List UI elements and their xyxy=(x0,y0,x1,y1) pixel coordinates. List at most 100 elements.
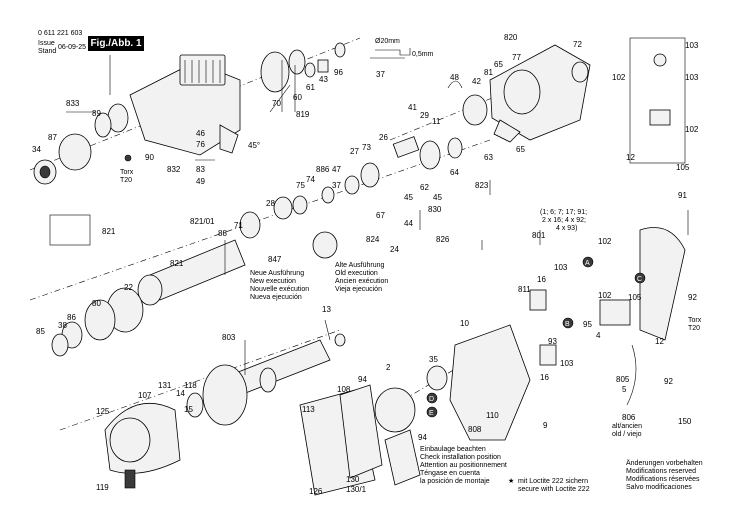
motor-symbol xyxy=(653,53,667,67)
label-87: 87 xyxy=(48,133,57,142)
issue-label: Issue xyxy=(38,40,55,47)
label-803: 803 xyxy=(222,333,236,342)
cable-150 xyxy=(626,344,637,406)
label-826: 826 xyxy=(436,235,450,244)
axis-lower xyxy=(59,329,341,431)
label-73: 73 xyxy=(362,143,371,152)
gear-847 xyxy=(312,231,338,259)
label-86: 86 xyxy=(67,313,76,322)
label-05mm: 0,5mm xyxy=(412,51,434,58)
label-67: 67 xyxy=(376,211,385,220)
label-103b: 103 xyxy=(685,73,699,82)
label-62: 62 xyxy=(420,183,429,192)
label-37b: 37 xyxy=(332,181,341,190)
housing-ribs xyxy=(184,60,221,83)
label-83: 83 xyxy=(196,165,205,174)
part-number: 0 611 221 603 xyxy=(38,30,83,37)
label-47: 47 xyxy=(332,165,341,174)
label-832: 832 xyxy=(167,165,181,174)
circle-b-text: B xyxy=(565,321,570,328)
label-20mm: Ø20mm xyxy=(375,38,400,45)
execution-note: Neue Ausführung New execution Nouvelle e… xyxy=(250,270,309,302)
label-74: 74 xyxy=(306,175,315,184)
label-85: 85 xyxy=(36,327,45,336)
label-35: 35 xyxy=(429,355,438,364)
label-92a: 92 xyxy=(688,293,697,302)
tool-holder-cap xyxy=(58,133,92,171)
gear-64 xyxy=(419,140,441,170)
label-old-viejo: old / viejo xyxy=(612,431,642,438)
exec-new-en: New execution xyxy=(250,278,296,285)
dust-cap-hole xyxy=(39,165,51,179)
stand-label: Stand xyxy=(38,48,57,55)
loctite-en: secure with Loctite 222 xyxy=(518,486,590,493)
install-es-2: la posición de montaje xyxy=(420,478,490,485)
label-833: 833 xyxy=(66,99,80,108)
circle-d-text: D xyxy=(429,396,434,403)
install-es-1: Téngase en cuenta xyxy=(420,470,480,477)
label-102c: 102 xyxy=(598,237,612,246)
circle-B: B xyxy=(562,317,574,329)
issue-date: 06-09-25 xyxy=(58,44,87,51)
label-24: 24 xyxy=(390,245,399,254)
label-13: 13 xyxy=(322,305,331,314)
selector-switch-76 xyxy=(219,124,239,154)
part-43 xyxy=(317,59,329,73)
exec-old-es: Vieja ejecución xyxy=(335,286,382,293)
exec-old-de: Alte Ausführung xyxy=(335,262,385,269)
housing-top xyxy=(179,54,226,86)
label-70: 70 xyxy=(272,99,281,108)
label-46: 46 xyxy=(196,129,205,138)
label-90: 90 xyxy=(145,153,154,162)
gauge-outline xyxy=(375,48,411,56)
armature-pack xyxy=(259,367,277,393)
wiring-schematic-frame xyxy=(629,37,686,164)
circle-E: E xyxy=(426,406,438,418)
label-96: 96 xyxy=(334,68,343,77)
label-830: 830 xyxy=(428,205,442,214)
ring-28 xyxy=(239,211,261,239)
housing-9 xyxy=(449,324,531,441)
label-847: 847 xyxy=(268,255,282,264)
label-88: 88 xyxy=(218,229,227,238)
label-9: 9 xyxy=(543,421,548,430)
label-t20-top: T20 xyxy=(120,177,132,184)
label-150: 150 xyxy=(678,417,692,426)
label-89: 89 xyxy=(92,109,101,118)
torx-screw-90 xyxy=(124,154,132,162)
label-44: 44 xyxy=(404,219,413,228)
label-63: 63 xyxy=(484,153,493,162)
ring-60 xyxy=(288,49,306,75)
label-torx-right: Torx xyxy=(688,317,702,324)
label-41: 41 xyxy=(408,103,417,112)
label-4: 4 xyxy=(596,331,601,340)
label-80: 80 xyxy=(92,299,101,308)
ring-14 xyxy=(186,392,204,418)
circle-D: D xyxy=(426,392,438,404)
exec-old-en: Old execution xyxy=(335,270,378,277)
label-808: 808 xyxy=(468,425,482,434)
ring-61 xyxy=(304,62,316,78)
label-108: 108 xyxy=(337,385,351,394)
label-16a: 16 xyxy=(537,275,546,284)
installation-note: Einbaulage beachten Check installation p… xyxy=(420,446,507,486)
label-48: 48 xyxy=(450,73,459,82)
label-821-01: 821/01 xyxy=(190,217,215,226)
stator-2 xyxy=(374,387,416,433)
figure-label: Fig./Abb. 1 xyxy=(88,36,144,51)
mod-en: Modifications reserved xyxy=(626,468,697,475)
label-113: 113 xyxy=(302,405,315,414)
ring-70 xyxy=(260,51,290,93)
label-37a: 37 xyxy=(376,70,385,79)
circle-C: C xyxy=(634,272,646,284)
ring-27 xyxy=(344,175,360,195)
handle-half-801 xyxy=(639,227,686,341)
label-45a: 45 xyxy=(433,193,442,202)
label-11: 11 xyxy=(432,117,441,126)
label-65b: 65 xyxy=(516,145,525,154)
label-91: 91 xyxy=(678,191,687,200)
label-38: 38 xyxy=(58,321,67,330)
ring-75 xyxy=(273,196,293,220)
part-26 xyxy=(392,136,420,158)
circle-a-text: A xyxy=(585,260,590,267)
